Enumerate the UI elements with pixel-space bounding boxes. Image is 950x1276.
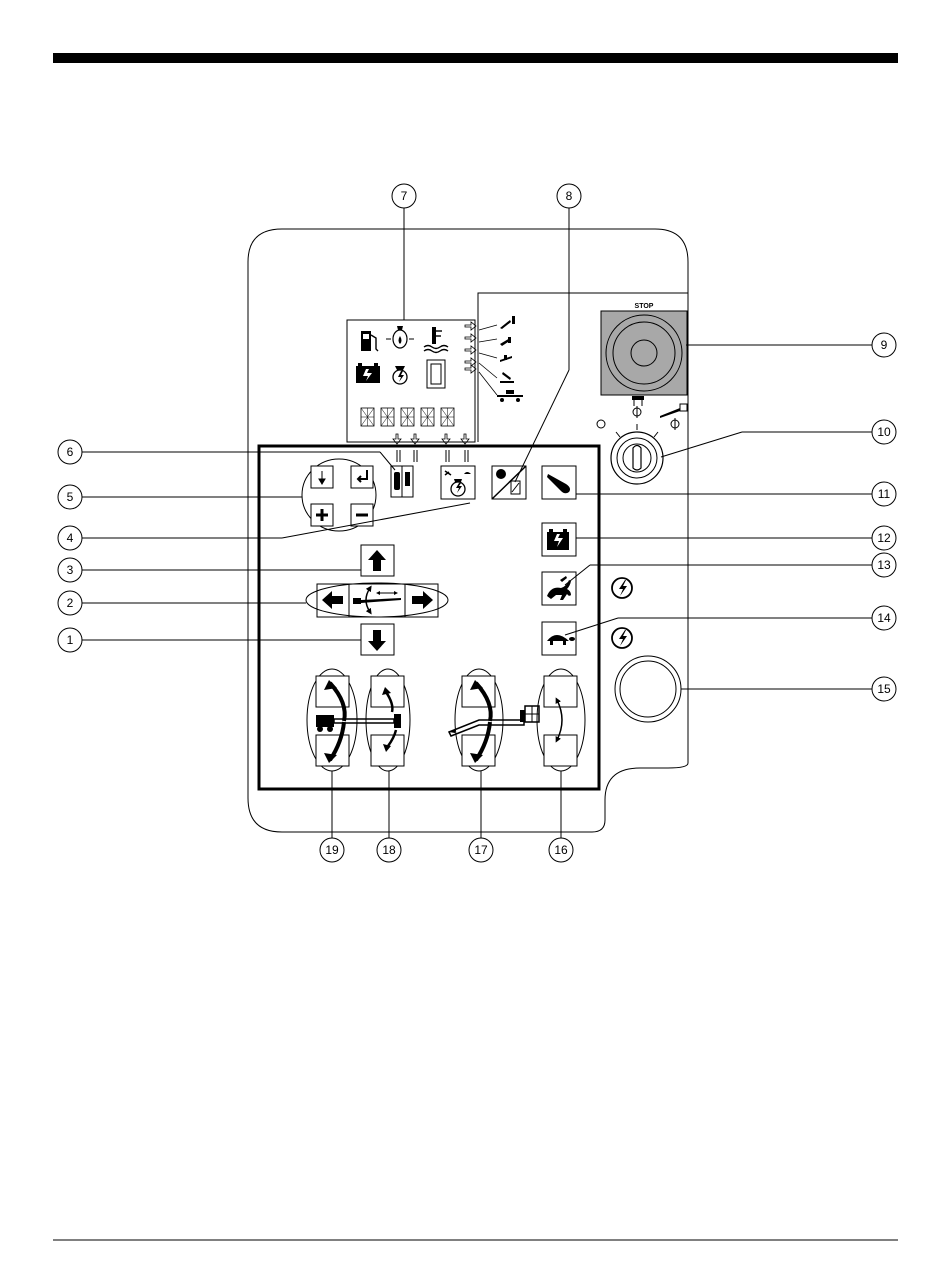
horn-button[interactable] (542, 466, 576, 499)
platform-level-up-button[interactable] (544, 676, 577, 707)
svg-text:13: 13 (877, 558, 891, 572)
lightning-circle-icon (612, 578, 632, 598)
svg-text:9: 9 (881, 338, 888, 352)
callout-10: 10 (872, 420, 896, 444)
svg-text:19: 19 (325, 843, 339, 857)
boom-up-button[interactable] (361, 545, 394, 576)
callout-11: 11 (872, 482, 896, 506)
svg-text:16: 16 (554, 843, 568, 857)
jib-boom-icon (449, 706, 539, 736)
callout-7: 7 (392, 184, 416, 208)
svg-text:5: 5 (67, 490, 74, 504)
callout-8: 8 (557, 184, 581, 208)
svg-text:17: 17 (474, 843, 488, 857)
callout-19: 19 (320, 838, 344, 862)
display-keypad[interactable] (302, 459, 376, 531)
callout-16: 16 (549, 838, 573, 862)
emergency-stop-button[interactable]: STOP (601, 303, 687, 395)
callout-17: 17 (469, 838, 493, 862)
ground-mode-icon (660, 404, 687, 418)
svg-text:2: 2 (67, 596, 74, 610)
boom-position-icons (497, 316, 523, 402)
platform-level-down-button[interactable] (544, 735, 577, 766)
svg-text:10: 10 (877, 425, 891, 439)
telescopic-boom-icon (316, 714, 401, 732)
svg-text:1: 1 (67, 633, 74, 647)
boom-extend-down-button[interactable] (316, 735, 349, 766)
callout-3: 3 (58, 558, 82, 582)
svg-text:11: 11 (878, 487, 891, 501)
callout-6: 6 (58, 440, 82, 464)
display-panel (347, 320, 475, 444)
key-switch[interactable] (597, 396, 687, 484)
rabbit-speed-button[interactable] (542, 572, 576, 605)
callout-1: 1 (58, 628, 82, 652)
turtle-speed-button[interactable] (542, 622, 576, 655)
battery-icon (356, 363, 380, 383)
svg-text:12: 12 (877, 531, 891, 545)
svg-text:14: 14 (877, 611, 891, 625)
callout-15: 15 (872, 677, 896, 701)
callout-9: 9 (872, 333, 896, 357)
svg-text:6: 6 (67, 445, 74, 459)
battery-button[interactable] (542, 523, 576, 556)
header-bar (53, 53, 898, 63)
svg-text:7: 7 (401, 189, 408, 203)
boom-swing-buttons[interactable] (306, 583, 448, 617)
lightning-circle-icon (612, 628, 632, 648)
callout-2: 2 (58, 591, 82, 615)
svg-text:4: 4 (67, 531, 74, 545)
platform-rotate-down-button[interactable] (371, 735, 404, 766)
round-button[interactable] (615, 656, 681, 722)
engine-start-button[interactable] (441, 450, 475, 499)
svg-text:8: 8 (566, 189, 573, 203)
callout-13: 13 (872, 553, 896, 577)
keypad-enter-button[interactable] (351, 466, 373, 488)
display-select-button[interactable] (391, 450, 417, 497)
boom-down-button[interactable] (361, 624, 394, 655)
platform-mode-icon (632, 396, 644, 406)
svg-text:15: 15 (877, 682, 891, 696)
stop-label: STOP (635, 303, 654, 310)
callout-18: 18 (377, 838, 401, 862)
callout-12: 12 (872, 526, 896, 550)
jib-down-button[interactable] (462, 735, 495, 766)
svg-text:18: 18 (382, 843, 396, 857)
callout-14: 14 (872, 606, 896, 630)
platform-rotate-buttons[interactable] (366, 669, 410, 771)
callout-5: 5 (58, 485, 82, 509)
callout-4: 4 (58, 526, 82, 550)
glow-plug-button[interactable] (492, 466, 526, 499)
svg-text:3: 3 (67, 563, 74, 577)
platform-level-buttons[interactable] (537, 669, 585, 771)
